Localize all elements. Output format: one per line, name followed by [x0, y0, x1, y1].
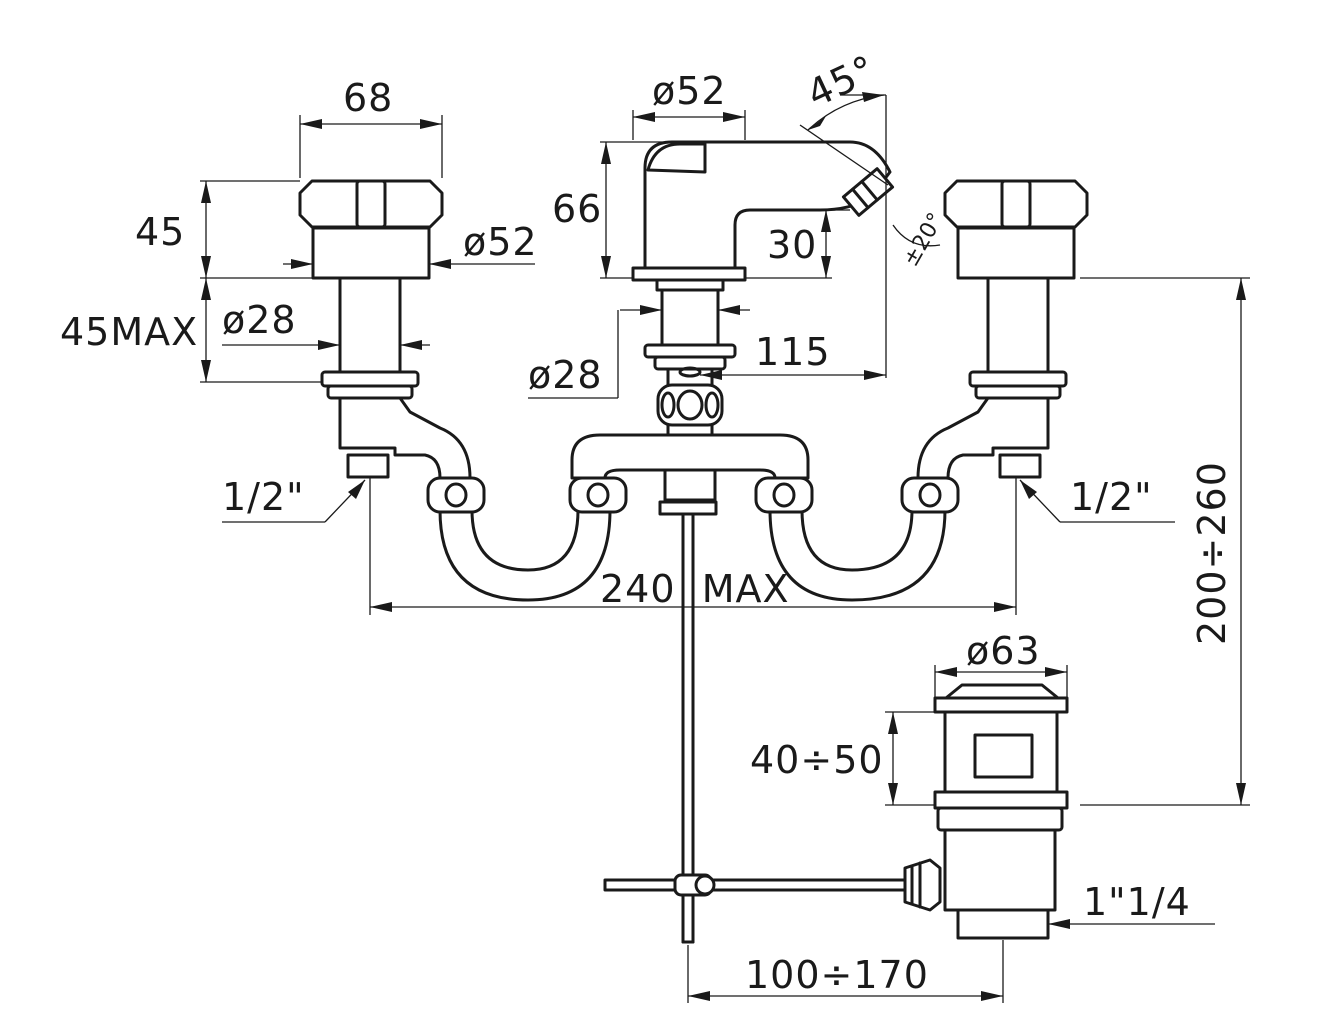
waste-assembly	[903, 683, 1069, 940]
left-handle	[298, 179, 472, 480]
label-handle-height: 45	[135, 210, 185, 254]
label-waste-dia: ø63	[966, 629, 1041, 673]
label-handle-shank-max: 45MAX	[60, 310, 198, 354]
right-handle	[916, 179, 1089, 480]
label-inlet-spread: 240 MAX	[600, 567, 790, 611]
label-spout-shank-dia: ø28	[528, 353, 603, 397]
spout-body	[631, 140, 895, 437]
dimension-lines	[200, 92, 1250, 1003]
label-inlet-left: 1/2"	[222, 475, 305, 519]
manifold	[426, 433, 960, 944]
label-spout-tilt-angle: 45°	[800, 47, 882, 117]
dimension-labels: 68 45 ø52 45MAX ø28 ø52 66 45° ±20° 30 ø…	[60, 47, 1234, 997]
label-waste-thread: 1"1/4	[1083, 880, 1191, 924]
label-spout-height: 66	[552, 187, 602, 231]
label-handle-base-dia: ø52	[463, 220, 538, 264]
label-waste-height: 40÷50	[750, 738, 884, 782]
label-spout-dia: ø52	[652, 69, 727, 113]
label-inlet-right: 1/2"	[1070, 475, 1153, 519]
label-handle-width: 68	[343, 76, 393, 120]
label-nozzle-swivel: ±20°	[899, 209, 949, 271]
label-overall-height: 200÷260	[1190, 461, 1234, 645]
label-rod-reach: 100÷170	[745, 953, 929, 997]
label-handle-shank-dia: ø28	[222, 298, 297, 342]
label-spout-reach: 115	[755, 330, 831, 374]
label-spout-nozzle-height: 30	[767, 223, 817, 267]
